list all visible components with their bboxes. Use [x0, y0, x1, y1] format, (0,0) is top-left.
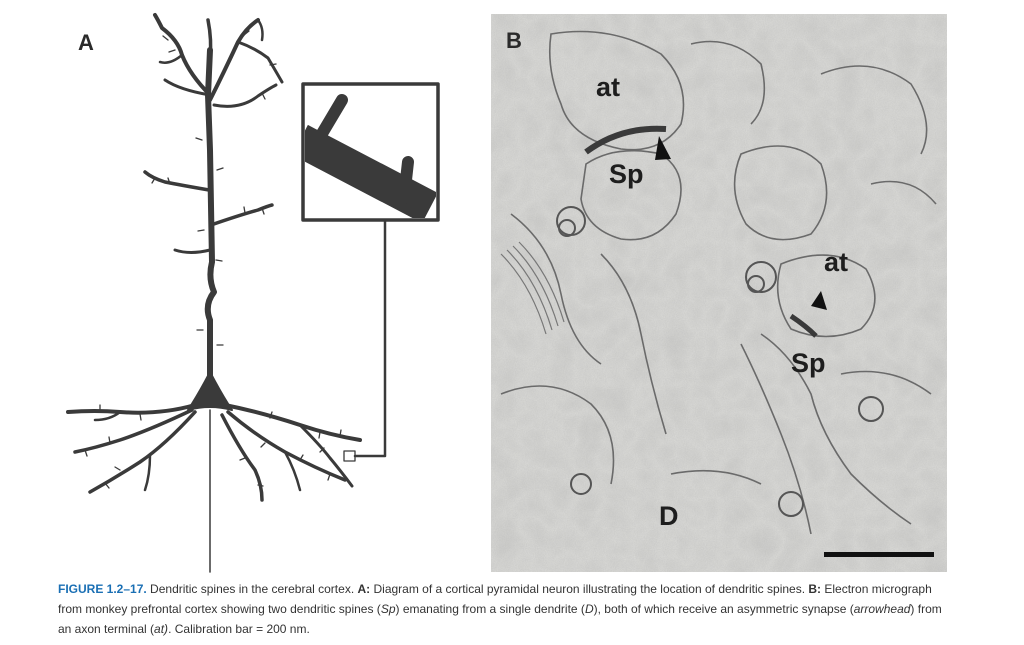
- caption-part-b-text-4: ) from an axon terminal (: [58, 602, 942, 636]
- caption-at-abbrev: at): [154, 622, 169, 636]
- figure-caption: FIGURE 1.2–17. Dendritic spines in the c…: [58, 579, 958, 639]
- caption-part-b-text-5: . Calibration bar = 200 nm.: [168, 622, 310, 636]
- soma: [187, 371, 233, 411]
- caption-part-b-text: Electron micrograph from monkey prefront…: [58, 582, 932, 616]
- apical-dendrite: [204, 47, 217, 398]
- caption-title: Dendritic spines in the cerebral cortex.: [146, 582, 358, 596]
- label-axon-terminal-top: at: [596, 72, 621, 102]
- caption-sp-abbrev: Sp: [380, 602, 396, 616]
- caption-part-a-key: A:: [357, 582, 371, 596]
- inset-location-box: [343, 450, 356, 462]
- label-spine-top: Sp: [609, 159, 644, 189]
- caption-part-b-text-3: ), both of which receive an asymmetric s…: [593, 602, 854, 616]
- panel-b-label: B: [506, 28, 522, 53]
- figure-number: FIGURE 1.2–17.: [58, 582, 147, 596]
- basal-dendrite: [66, 403, 197, 415]
- electron-micrograph: at Sp at Sp D: [491, 14, 947, 572]
- apical-tuft-left: [153, 13, 212, 97]
- calibration-bar: [824, 552, 934, 557]
- caption-part-b-key: B:: [808, 582, 822, 596]
- apical-tuft-right: [208, 18, 260, 102]
- inset-leader-line: [353, 219, 387, 458]
- inset-dendrite-magnified: [305, 94, 436, 218]
- label-axon-terminal-right: at: [824, 247, 849, 277]
- caption-arrowhead-word: arrowhead: [853, 602, 911, 616]
- panel-a-label: A: [78, 30, 94, 55]
- caption-part-a-text: Diagram of a cortical pyramidal neuron i…: [370, 582, 809, 596]
- caption-d-abbrev: D: [584, 602, 594, 616]
- synapse-arrowhead-top: [655, 136, 671, 160]
- oblique-branch: [143, 170, 211, 192]
- label-spine-right: Sp: [791, 348, 826, 378]
- inset-box: [301, 82, 440, 222]
- synapse-arrowhead-right: [811, 291, 827, 310]
- caption-part-b-text-2: ) emanating from a single dendrite (: [395, 602, 585, 616]
- label-dendrite: D: [659, 501, 679, 531]
- pyramidal-neuron-diagram: [66, 13, 440, 573]
